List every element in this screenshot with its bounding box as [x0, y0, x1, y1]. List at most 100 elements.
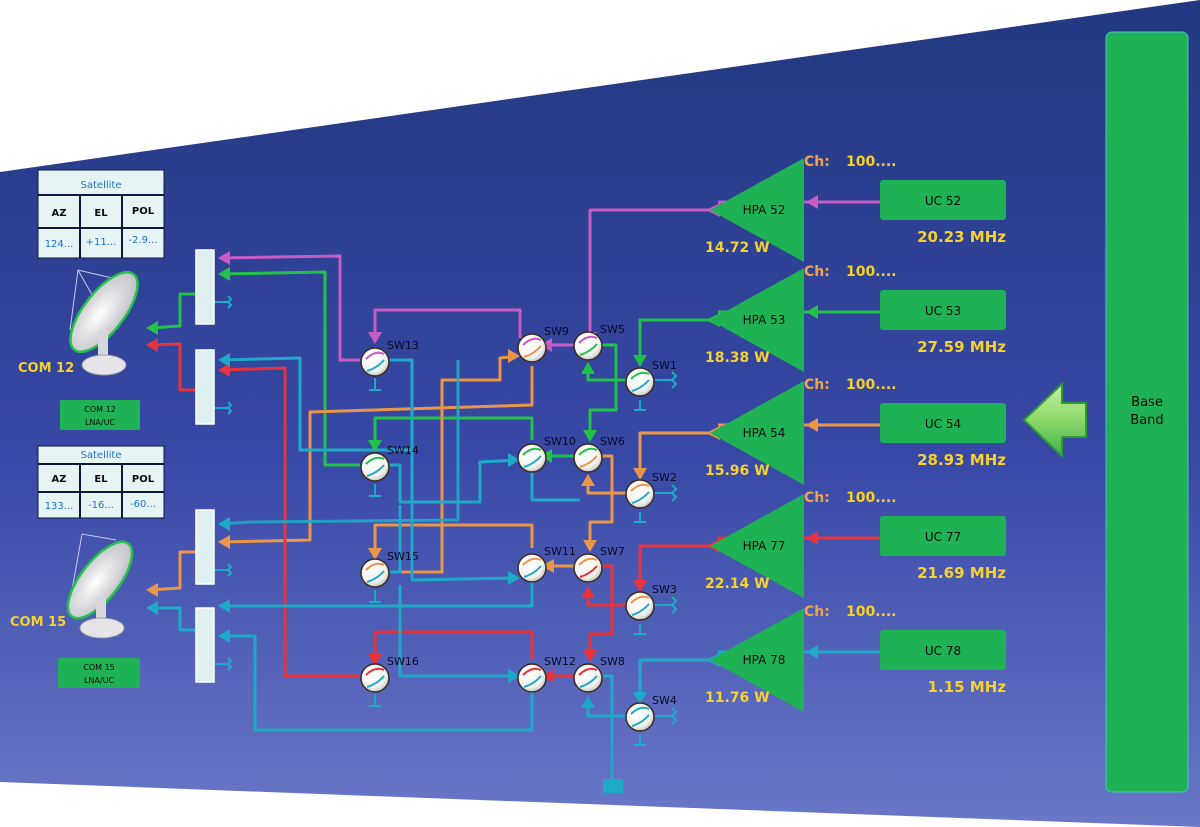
- switch-label: SW14: [387, 444, 419, 457]
- baseband-block[interactable]: [1105, 31, 1189, 793]
- baseband-label-line2: Band: [1130, 413, 1163, 428]
- switch-label: SW15: [387, 550, 419, 563]
- switch-path-upper: [578, 447, 598, 456]
- switch-sw11[interactable]: SW11: [517, 545, 576, 583]
- switch-path-upper: [522, 667, 542, 676]
- uc-block[interactable]: [880, 403, 1006, 443]
- uc-frequency: 1.15 MHz: [928, 678, 1007, 696]
- uc-block[interactable]: [880, 630, 1006, 670]
- switch-path-lower: [631, 379, 650, 392]
- switch-sw2[interactable]: SW2: [625, 471, 677, 509]
- switch-path-upper: [365, 562, 385, 571]
- switch-body: [625, 367, 655, 397]
- channel-label: Ch:: [804, 154, 830, 170]
- switch-body: [360, 558, 390, 588]
- switch-path-lower: [523, 345, 542, 358]
- switch-label: SW10: [544, 435, 576, 448]
- satellite-table-title: Satellite: [81, 450, 122, 461]
- hpa-label: HPA 54: [743, 426, 786, 440]
- el-value[interactable]: +11...: [86, 237, 117, 248]
- el-value[interactable]: -16...: [88, 500, 114, 511]
- uc-label: UC 53: [925, 304, 961, 318]
- channel-label: Ch:: [804, 490, 830, 506]
- switch-sw15[interactable]: SW15: [360, 550, 419, 588]
- uc-block[interactable]: [880, 516, 1006, 556]
- switch-sw12[interactable]: SW12: [517, 655, 576, 693]
- switch-sw3[interactable]: SW3: [625, 583, 677, 621]
- switch-path-lower: [366, 675, 385, 688]
- switch-body: [573, 553, 603, 583]
- switch-body: [517, 333, 547, 363]
- switch-sw10[interactable]: SW10: [517, 435, 576, 473]
- hpa-power: 15.96 W: [705, 463, 770, 479]
- uc-block[interactable]: [880, 290, 1006, 330]
- hpa-amplifier[interactable]: [710, 268, 804, 372]
- switch-path-lower: [579, 343, 598, 356]
- switch-body: [625, 479, 655, 509]
- az-value[interactable]: 133...: [45, 501, 74, 512]
- status-box-com15[interactable]: COM 15 LNA/UC: [58, 658, 140, 688]
- el-header: EL: [94, 208, 108, 219]
- switch-label: SW6: [600, 435, 625, 448]
- hpa-amplifier[interactable]: [710, 608, 804, 712]
- channel-value[interactable]: 100....: [846, 604, 897, 620]
- switch-label: SW13: [387, 339, 419, 352]
- arrow-head: [806, 195, 818, 209]
- hpa-amplifier[interactable]: [710, 381, 804, 485]
- az-header: AZ: [52, 208, 67, 219]
- pol-header: POL: [132, 206, 155, 217]
- switch-path-upper: [365, 351, 385, 360]
- switch-label: SW3: [652, 583, 677, 596]
- hpa-amplifier[interactable]: [710, 494, 804, 598]
- channel-value[interactable]: 100....: [846, 264, 897, 280]
- station-name-com15: COM 15: [10, 615, 66, 630]
- switch-sw16[interactable]: SW16: [360, 655, 419, 693]
- switch-body: [517, 553, 547, 583]
- pol-value[interactable]: -60...: [130, 499, 156, 510]
- channel-value[interactable]: 100....: [846, 490, 897, 506]
- satellite-dish-icon: [66, 533, 134, 639]
- switch-path-upper: [630, 371, 650, 380]
- status-box-com12[interactable]: COM 12 LNA/UC: [60, 400, 140, 430]
- station-name-com12: COM 12: [18, 361, 74, 376]
- switch-sw7[interactable]: SW7: [573, 545, 625, 583]
- switch-sw8[interactable]: SW8: [573, 655, 625, 693]
- switch-path-upper: [578, 667, 598, 676]
- status-line1: COM 12: [84, 405, 116, 414]
- switch-path-upper: [630, 483, 650, 492]
- switch-sw6[interactable]: SW6: [573, 435, 625, 473]
- switch-sw9[interactable]: SW9: [517, 325, 569, 363]
- switch-label: SW2: [652, 471, 677, 484]
- combiner-bar-1[interactable]: [195, 249, 215, 325]
- uc-frequency: 20.23 MHz: [917, 228, 1006, 246]
- uc-frequency: 27.59 MHz: [917, 338, 1006, 356]
- channel-value[interactable]: 100....: [846, 154, 897, 170]
- combiner-bar-2[interactable]: [195, 349, 215, 425]
- pol-value[interactable]: -2.9...: [128, 235, 157, 246]
- channel-label: Ch:: [804, 377, 830, 393]
- switch-sw1[interactable]: SW1: [625, 359, 677, 397]
- switch-sw14[interactable]: SW14: [360, 444, 419, 482]
- uc-label: UC 77: [925, 530, 961, 544]
- switch-sw5[interactable]: SW5: [573, 323, 625, 361]
- combiner-bar-3[interactable]: [195, 509, 215, 585]
- az-value[interactable]: 124...: [45, 239, 74, 250]
- arrow-head: [806, 531, 818, 545]
- az-header: AZ: [52, 474, 67, 485]
- combiner-bar-4[interactable]: [195, 607, 215, 683]
- hpa-label: HPA 53: [743, 313, 786, 327]
- uc-frequency: 21.69 MHz: [917, 564, 1006, 582]
- status-line2: LNA/UC: [85, 418, 115, 427]
- uc-label: UC 54: [925, 417, 961, 431]
- uc-block[interactable]: [880, 180, 1006, 220]
- switch-body: [625, 591, 655, 621]
- left-arrow-icon: [1022, 381, 1087, 459]
- channel-value[interactable]: 100....: [846, 377, 897, 393]
- hpa-amplifier[interactable]: [710, 158, 804, 262]
- switch-sw13[interactable]: SW13: [360, 339, 419, 377]
- switch-sw4[interactable]: SW4: [625, 694, 677, 732]
- switch-path-upper: [522, 447, 542, 456]
- switch-path-upper: [578, 335, 598, 344]
